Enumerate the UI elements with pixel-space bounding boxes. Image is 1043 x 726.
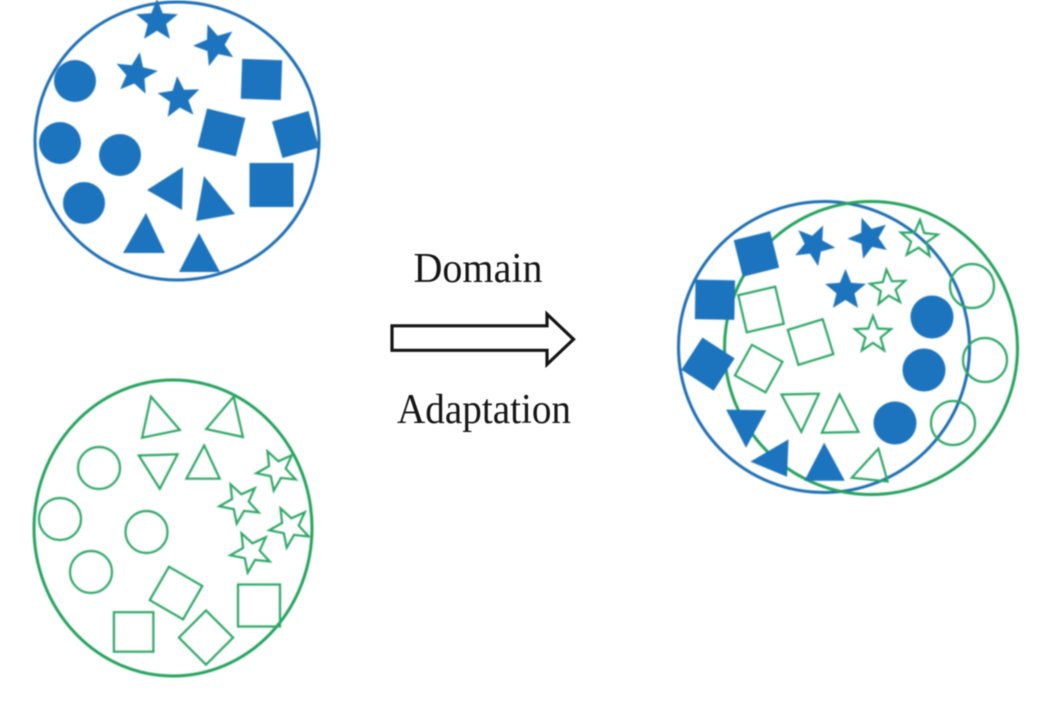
svg-text:Adaptation: Adaptation bbox=[397, 387, 571, 433]
svg-text:Domain: Domain bbox=[414, 246, 543, 292]
